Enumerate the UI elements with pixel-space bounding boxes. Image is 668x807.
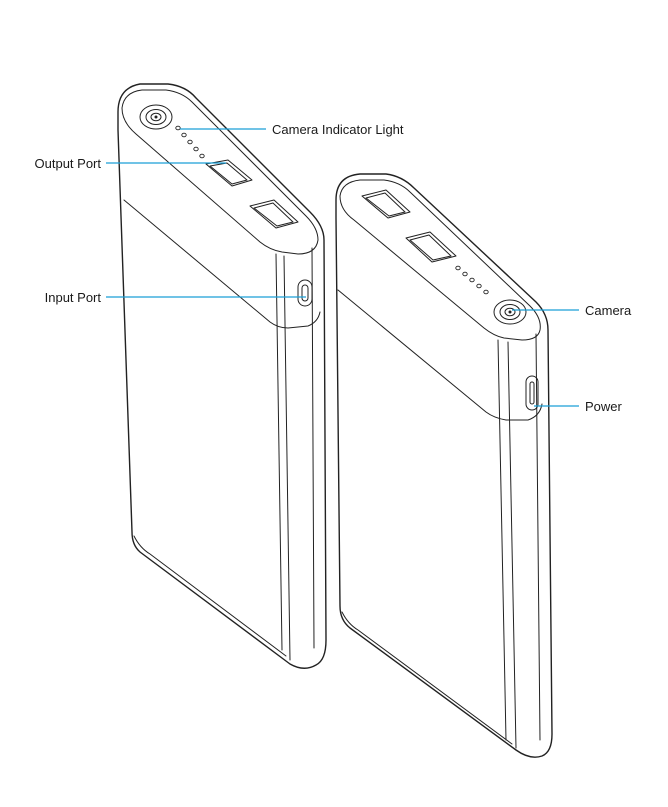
- left-seam: [123, 199, 321, 329]
- right-top-face: [339, 179, 541, 341]
- left-body-outline: [117, 83, 327, 669]
- right-usb-port-1: [361, 189, 411, 219]
- left-input-port: [297, 279, 313, 307]
- callout-lines: [106, 128, 579, 407]
- left-side-edge: [275, 253, 291, 661]
- right-right-edge: [535, 333, 541, 741]
- output-port-label: Output Port: [35, 156, 102, 171]
- right-led-dots: [455, 265, 489, 295]
- left-usb-port-2: [249, 199, 299, 229]
- right-usb-port-2: [405, 231, 457, 263]
- callout-labels: Camera Indicator Light Output Port Input…: [35, 122, 632, 414]
- left-usb-port-1: [205, 159, 253, 187]
- camera-indicator-light-label: Camera Indicator Light: [272, 122, 404, 137]
- camera-label: Camera: [585, 303, 632, 318]
- power-label: Power: [585, 399, 623, 414]
- left-power-bank: [117, 83, 327, 669]
- left-camera-lens: [139, 104, 173, 130]
- right-seam: [337, 289, 543, 421]
- left-bottom: [133, 535, 287, 657]
- right-side-edge: [497, 339, 517, 749]
- right-power-button: [525, 375, 539, 411]
- left-led-dots: [175, 125, 205, 159]
- left-right-edge: [311, 247, 315, 649]
- right-bottom: [341, 611, 513, 745]
- input-port-label: Input Port: [45, 290, 102, 305]
- right-power-bank: [335, 173, 553, 758]
- right-camera-lens: [493, 299, 527, 325]
- left-top-face: [121, 89, 319, 255]
- right-body-outline: [335, 173, 553, 758]
